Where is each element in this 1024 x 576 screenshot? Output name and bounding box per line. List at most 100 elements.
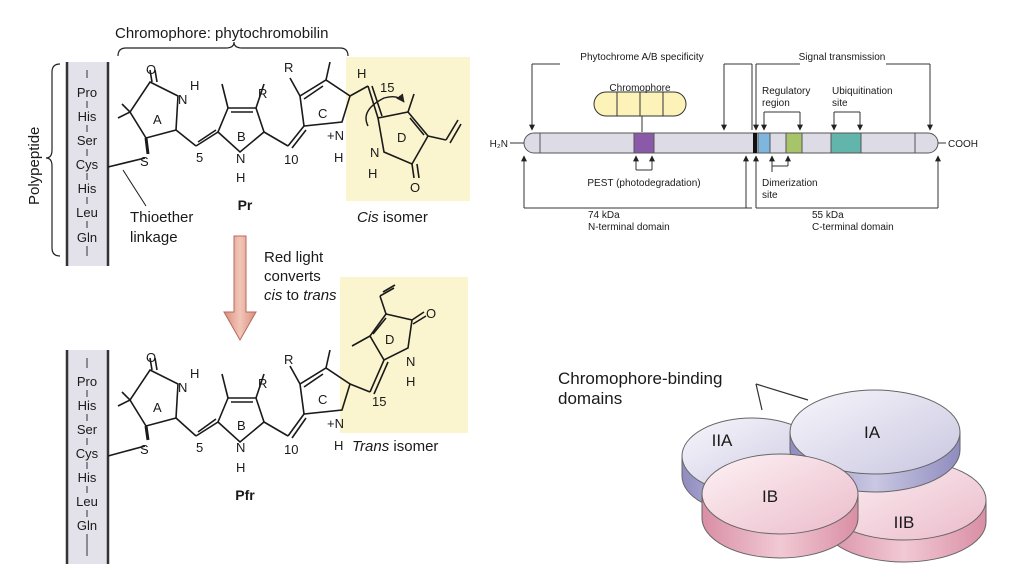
- pfr-atom-labels: O N H A S 5 B N H R 10 C R +N H 15 D N H…: [140, 306, 436, 475]
- svg-text:N: N: [178, 380, 187, 395]
- arrow-label-3: cis to trans: [264, 287, 337, 304]
- specificity-label: Phytochrome A/B specificity: [580, 52, 703, 63]
- regulatory-label-2: region: [762, 98, 790, 109]
- peptide-column-pr: Pro His Ser Cys His Leu Gln: [65, 62, 110, 266]
- discs-title-2: domains: [558, 389, 622, 408]
- position-15: 15: [380, 80, 394, 95]
- h2n-label: H₂N: [490, 139, 508, 150]
- c-kda-label: 55 kDa: [812, 210, 844, 221]
- chromophore-tag-label: Chromophore: [609, 83, 671, 94]
- ring-a-label: A: [153, 112, 162, 127]
- svg-text:N: N: [406, 354, 415, 369]
- svg-text:H: H: [368, 166, 377, 181]
- aa-his-2: His: [78, 470, 97, 485]
- svg-text:H: H: [334, 150, 343, 165]
- hinge-marker: [753, 133, 757, 153]
- aa-his-2: His: [78, 181, 97, 196]
- aa-leu: Leu: [76, 494, 98, 509]
- svg-text:R: R: [258, 86, 267, 101]
- svg-text:H: H: [334, 438, 343, 453]
- arrow-label-1: Red light: [264, 249, 324, 266]
- ring-d-highlight-cis: [346, 57, 470, 201]
- svg-text:H: H: [406, 374, 415, 389]
- pfr-label: Pfr: [235, 487, 255, 503]
- thioether-label-1: Thioether: [130, 209, 193, 226]
- n-domain-label: N-terminal domain: [588, 222, 670, 233]
- svg-text:+N: +N: [327, 416, 344, 431]
- svg-text:H: H: [190, 366, 199, 381]
- pr-structure: [107, 61, 462, 207]
- rotation-arrow: [365, 93, 405, 127]
- svg-text:N: N: [370, 145, 379, 160]
- trans-isomer-label: Trans isomer: [352, 438, 438, 455]
- protein-bar: [523, 132, 939, 154]
- position-10: 10: [284, 152, 298, 167]
- signal-label: Signal transmission: [799, 52, 886, 63]
- aa-gln: Gln: [77, 230, 97, 245]
- svg-text:O: O: [410, 180, 420, 195]
- ring-c-label: C: [318, 106, 327, 121]
- c-domain-label: C-terminal domain: [812, 222, 894, 233]
- chromophore-site: [633, 132, 655, 154]
- thioether-label-2: linkage: [130, 229, 178, 246]
- polypeptide-label: Polypeptide: [26, 127, 43, 205]
- svg-text:N: N: [236, 440, 245, 455]
- chemical-structures: Chromophore: phytochromobilin Polypeptid…: [26, 25, 470, 564]
- disc-ia-label: IA: [864, 423, 881, 442]
- regulatory-site: [757, 132, 771, 154]
- dimerization-site: [785, 132, 803, 154]
- chromophore-brace: [117, 41, 349, 57]
- svg-text:N: N: [236, 151, 245, 166]
- aa-his: His: [78, 398, 97, 413]
- aa-ser: Ser: [77, 133, 98, 148]
- svg-text:O: O: [146, 62, 156, 77]
- svg-text:H: H: [236, 170, 245, 185]
- svg-text:H: H: [236, 460, 245, 475]
- position-5: 5: [196, 440, 203, 455]
- ring-d-label: D: [397, 130, 406, 145]
- disc-ib: IB: [701, 453, 859, 559]
- discs-title-1: Chromophore-binding: [558, 369, 722, 388]
- pr-label: Pr: [238, 197, 253, 213]
- peptide-column-pfr: Pro His Ser Cys His Leu Gln: [65, 350, 110, 564]
- svg-text:O: O: [146, 350, 156, 365]
- position-15: 15: [372, 394, 386, 409]
- red-light-arrow: [223, 235, 257, 342]
- svg-text:R: R: [258, 376, 267, 391]
- cooh-label: COOH: [948, 139, 978, 150]
- svg-text:O: O: [426, 306, 436, 321]
- n-kda-label: 74 kDa: [588, 210, 620, 221]
- ubiquitination-site: [830, 132, 862, 154]
- aa-leu: Leu: [76, 205, 98, 220]
- aa-pro: Pro: [77, 374, 97, 389]
- ring-c-label: C: [318, 392, 327, 407]
- position-10: 10: [284, 442, 298, 457]
- ring-d-highlight-trans: [340, 277, 468, 433]
- svg-text:H: H: [357, 66, 366, 81]
- svg-text:S: S: [140, 154, 149, 169]
- disc-ib-label: IB: [762, 487, 778, 506]
- disc-iia-label: IIA: [712, 431, 733, 450]
- position-5: 5: [196, 150, 203, 165]
- ring-b-label: B: [237, 129, 246, 144]
- chromophore-title: Chromophore: phytochromobilin: [115, 25, 328, 42]
- svg-text:S: S: [140, 442, 149, 457]
- aa-pro: Pro: [77, 85, 97, 100]
- ring-d-label: D: [385, 332, 394, 347]
- svg-text:H: H: [190, 78, 199, 93]
- svg-text:N: N: [178, 92, 187, 107]
- cis-isomer-label: Cis isomer: [357, 209, 428, 226]
- pfr-structure: [107, 284, 427, 457]
- aa-gln: Gln: [77, 518, 97, 533]
- ring-b-label: B: [237, 418, 246, 433]
- svg-text:+N: +N: [327, 128, 344, 143]
- pr-atom-labels: O N H A S 5 B N H R 10 C R +N H H 15 D N…: [140, 60, 420, 195]
- polypeptide-brace: [45, 63, 61, 257]
- svg-text:R: R: [284, 352, 293, 367]
- ubiquitination-label-2: site: [832, 98, 848, 109]
- aa-ser: Ser: [77, 422, 98, 437]
- ubiquitination-label-1: Ubiquitination: [832, 86, 893, 97]
- binding-domains: Chromophore-binding domains IIA IIB IA I…: [558, 369, 987, 563]
- domain-map: Phytochrome A/B specificity Signal trans…: [490, 52, 978, 233]
